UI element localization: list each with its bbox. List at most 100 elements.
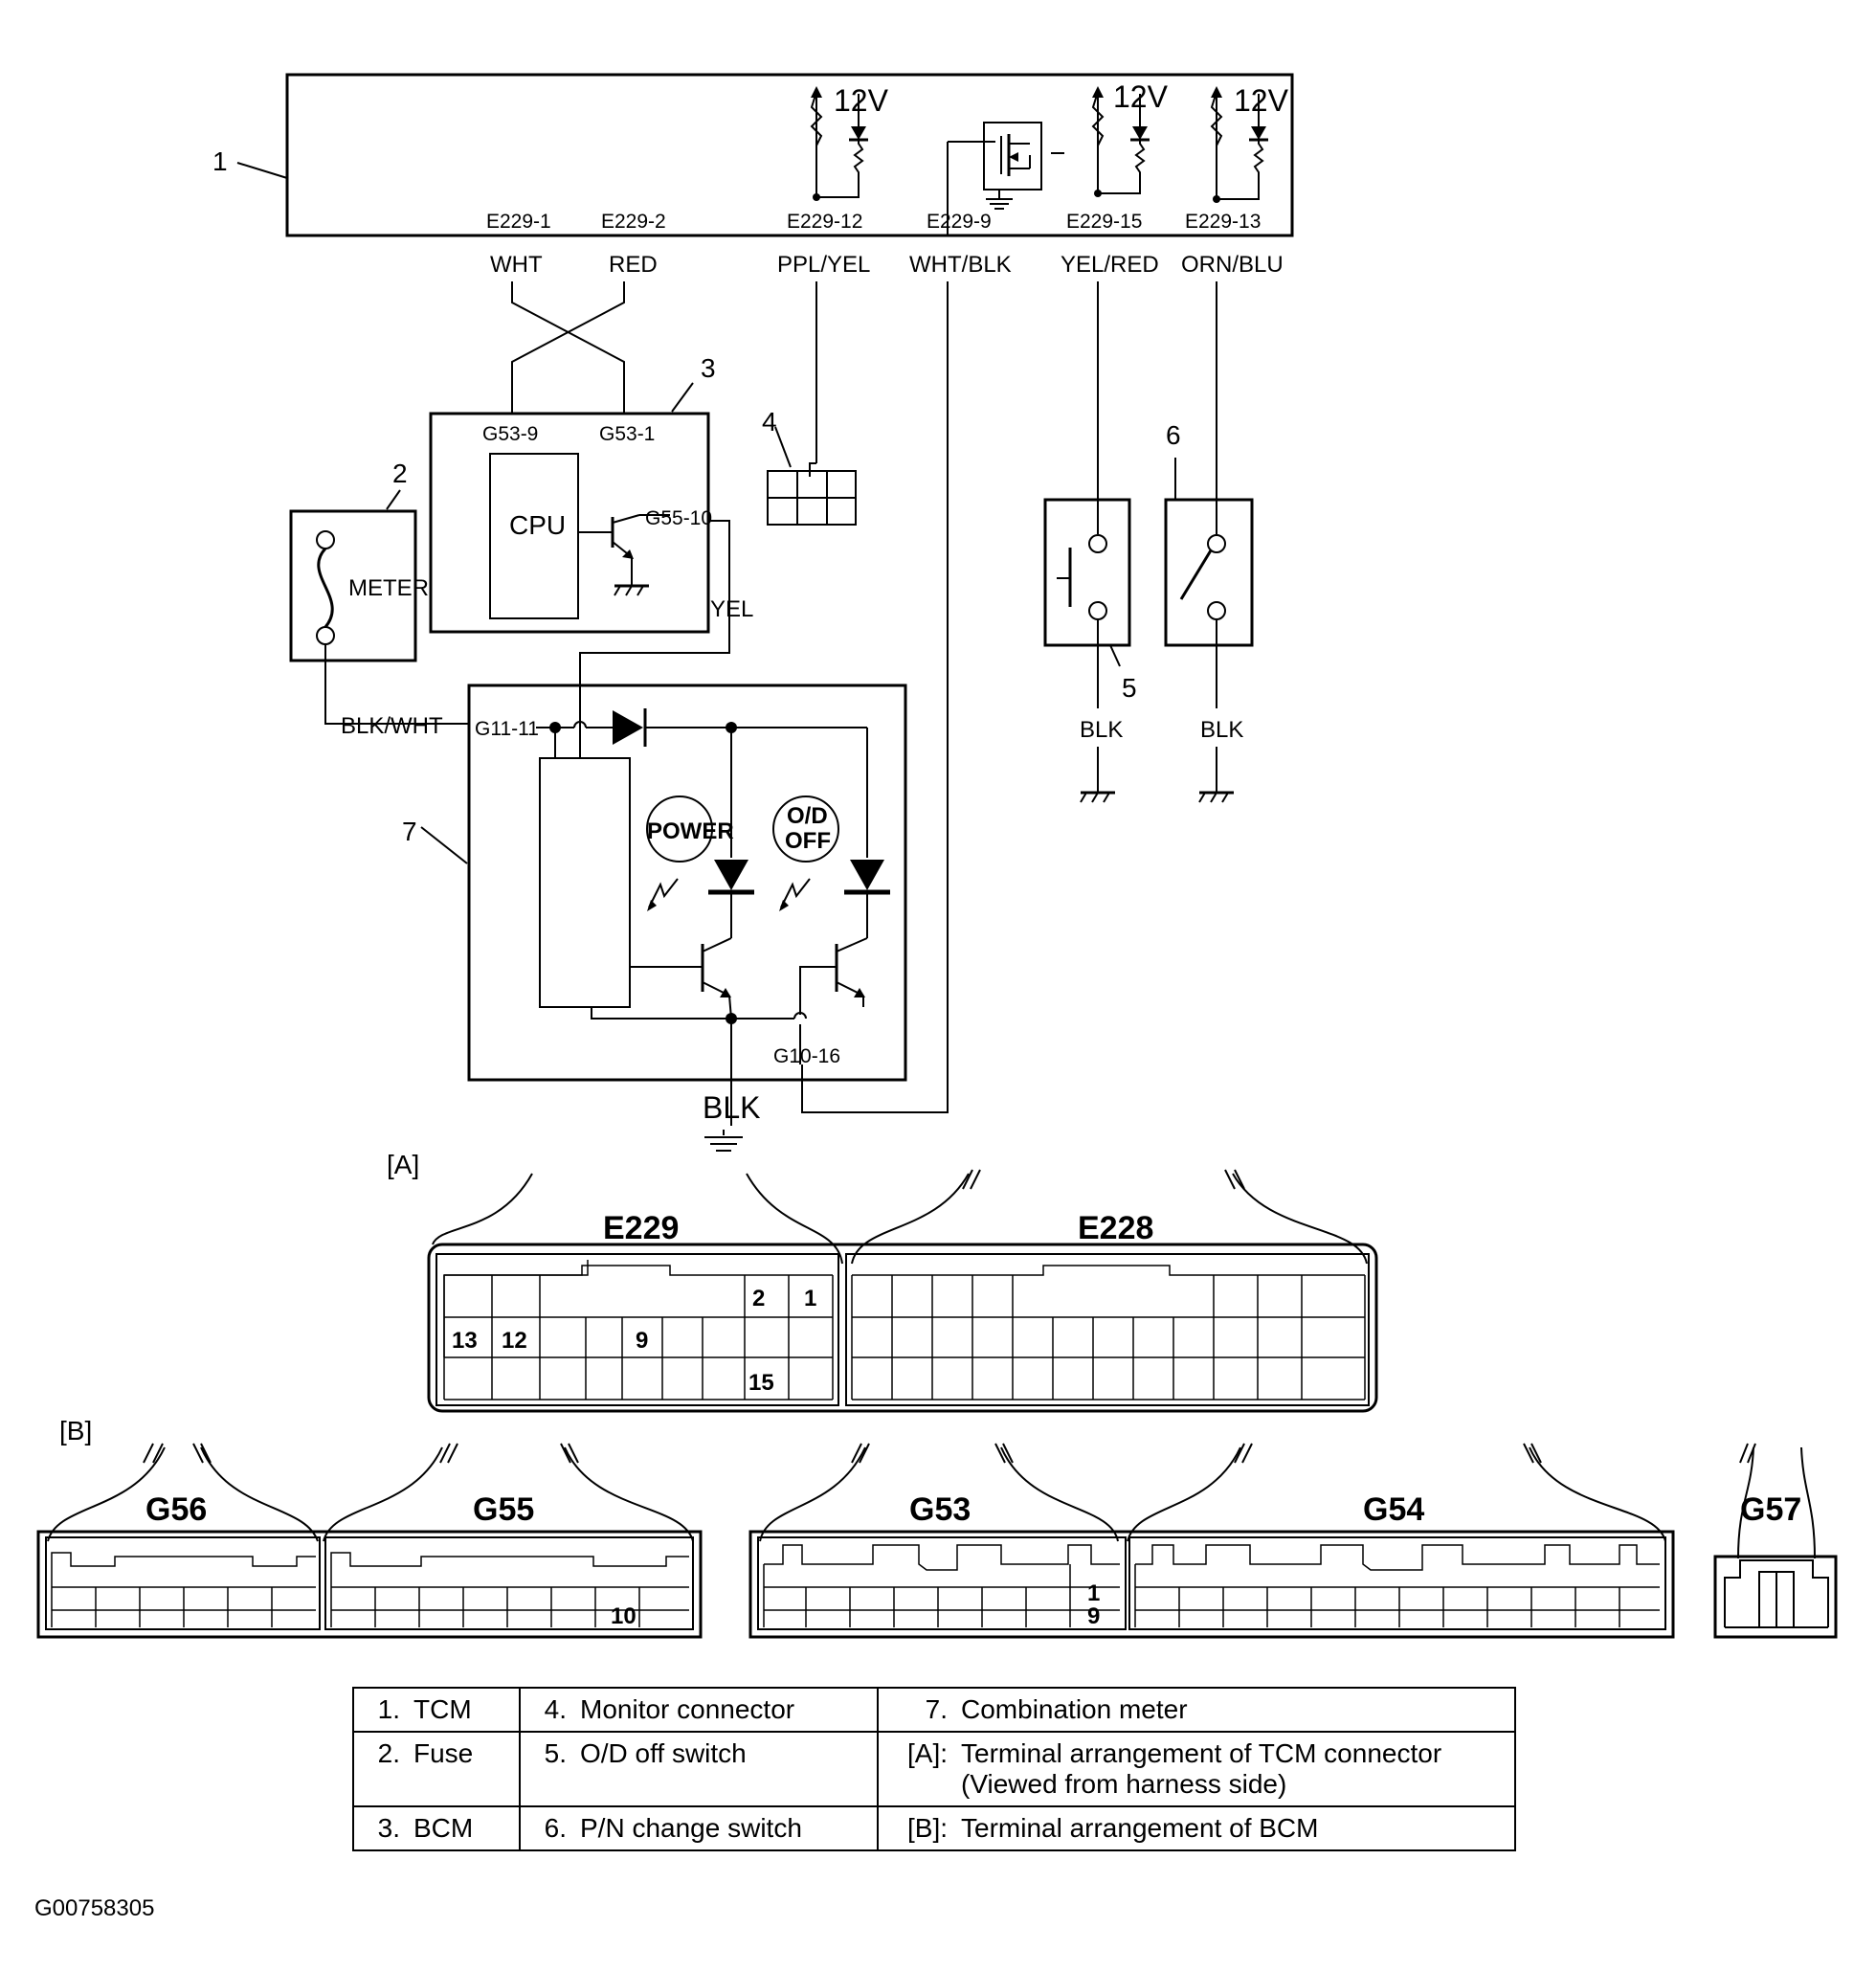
callout-4: 4 [762, 407, 777, 437]
fuse-box: 2 METER [289, 459, 429, 662]
legend-number: 5. [519, 1731, 570, 1807]
e229-cell-13: 13 [452, 1328, 478, 1354]
g55-cell-10: 10 [611, 1603, 636, 1629]
wire-label-blk-ground: BLK [703, 1090, 760, 1125]
e229-cell-1: 1 [804, 1286, 816, 1311]
figure-id: G00758305 [34, 1895, 155, 1921]
supply-12v-label: 12V [1113, 79, 1169, 114]
legend-text: Terminal arrangement of BCM [951, 1805, 1516, 1851]
connector-e228-label: E228 [1078, 1210, 1153, 1246]
legend-text: BCM [404, 1805, 521, 1851]
power-indicator-label: POWER [647, 818, 734, 844]
pin-g11-11: G11-11 [475, 718, 539, 740]
legend-number: 3. [352, 1805, 404, 1851]
tcm-connector-e229-e228 [427, 1169, 1378, 1413]
legend-text: Monitor connector [570, 1687, 879, 1733]
pullup-e229-13: 12V [1210, 83, 1289, 203]
supply-12v-label: 12V [1234, 83, 1289, 118]
callout-3: 3 [701, 353, 716, 383]
wire-label-yel-red: YEL/RED [1061, 252, 1159, 278]
bcm-connector-g53-g54 [748, 1443, 1675, 1639]
wire-label-wht-blk: WHT/BLK [909, 252, 1012, 278]
e229-cell-12: 12 [502, 1328, 527, 1354]
legend-number: [B]: [877, 1805, 951, 1851]
wire-label-ppl-yel: PPL/YEL [777, 252, 870, 278]
callout-1: 1 [212, 146, 228, 176]
legend-text: Terminal arrangement of TCM connector (V… [951, 1731, 1516, 1807]
section-b-label: [B] [59, 1416, 92, 1445]
pin-g10-16: G10-16 [773, 1045, 840, 1067]
tcm-wire-labels: WHT RED PPL/YEL WHT/BLK YEL/RED ORN/BLU [490, 252, 1284, 278]
connector-g54-label: G54 [1363, 1491, 1424, 1528]
od-indicator-label: O/D [787, 803, 828, 829]
pin-e229-15: E229-15 [1066, 211, 1142, 233]
pin-g55-10: G55-10 [645, 507, 712, 529]
legend-text: O/D off switch [570, 1731, 879, 1807]
legend-text: TCM [404, 1687, 521, 1733]
tcm-pin-labels: E229-1 E229-2 E229-12 E229-9 E229-15 E22… [486, 211, 1261, 233]
callout-2: 2 [392, 459, 408, 488]
pullup-e229-12: 12V [810, 83, 889, 201]
bcm-box: 3 G53-9 G53-1 CPU G55-10 [429, 353, 716, 634]
bcm-connector-g57 [1713, 1443, 1838, 1639]
tcm-box: 1 [212, 73, 1294, 237]
legend-text: Fuse [404, 1731, 521, 1807]
e229-cell-9: 9 [636, 1328, 648, 1354]
legend-text: P/N change switch [570, 1805, 879, 1851]
pn-change-switch: 6 BLK [1164, 281, 1254, 804]
signal-ground-symbol [704, 1130, 743, 1152]
callout-7: 7 [402, 817, 417, 846]
pullup-e229-15: 12V [1091, 79, 1169, 197]
wire-wht-blk [801, 281, 949, 1113]
section-a-label: [A] [387, 1150, 419, 1179]
connector-g57-label: G57 [1740, 1491, 1801, 1528]
legend-number: 6. [519, 1805, 570, 1851]
g53-cell-9: 9 [1087, 1603, 1100, 1629]
e229-cell-2: 2 [752, 1286, 765, 1311]
wire-label-yel: YEL [710, 596, 753, 622]
pin-e229-12: E229-12 [787, 211, 862, 233]
supply-12v-label: 12V [834, 83, 889, 118]
can-twisted-wires [511, 281, 625, 414]
legend-number: 7. [877, 1687, 951, 1733]
legend-text: Combination meter [951, 1687, 1516, 1733]
wire-blk-wht [324, 644, 469, 725]
connector-g56-label: G56 [145, 1491, 207, 1528]
fuse-meter-label: METER [348, 575, 429, 601]
wire-label-blk: BLK [1200, 717, 1243, 743]
wire-label-blk-wht: BLK/WHT [341, 713, 443, 739]
legend-number: 4. [519, 1687, 570, 1733]
legend-number: 1. [352, 1687, 404, 1733]
e229-cell-15: 15 [748, 1370, 774, 1396]
connector-e229-label: E229 [603, 1210, 679, 1246]
wire-label-orn-blu: ORN/BLU [1181, 252, 1284, 278]
wire-label-red: RED [609, 252, 658, 278]
wire-label-wht: WHT [490, 252, 543, 278]
cpu-label: CPU [509, 510, 566, 540]
tcm-mosfet-driver [947, 122, 1064, 235]
combination-meter: 7 G11-11 POWER O/D OFF [402, 683, 907, 1126]
bcm-connector-g56-g55 [36, 1443, 703, 1639]
connector-g53-label: G53 [909, 1491, 971, 1528]
connector-g55-label: G55 [473, 1491, 534, 1528]
monitor-connector: 4 [762, 281, 857, 526]
pin-e229-13: E229-13 [1185, 211, 1261, 233]
od-off-switch: 5 BLK [1043, 281, 1137, 804]
g53-cell-1: 1 [1087, 1580, 1100, 1606]
pin-e229-1: E229-1 [486, 211, 551, 233]
wire-label-blk: BLK [1080, 717, 1123, 743]
pin-e229-9: E229-9 [927, 211, 992, 233]
callout-5: 5 [1122, 673, 1137, 703]
od-off-indicator-label: OFF [785, 828, 831, 854]
legend-number: 2. [352, 1731, 404, 1807]
pin-g53-1: G53-1 [599, 423, 655, 445]
pin-g53-9: G53-9 [482, 423, 538, 445]
callout-6: 6 [1166, 420, 1181, 450]
legend-number: [A]: [877, 1731, 951, 1807]
pin-e229-2: E229-2 [601, 211, 666, 233]
